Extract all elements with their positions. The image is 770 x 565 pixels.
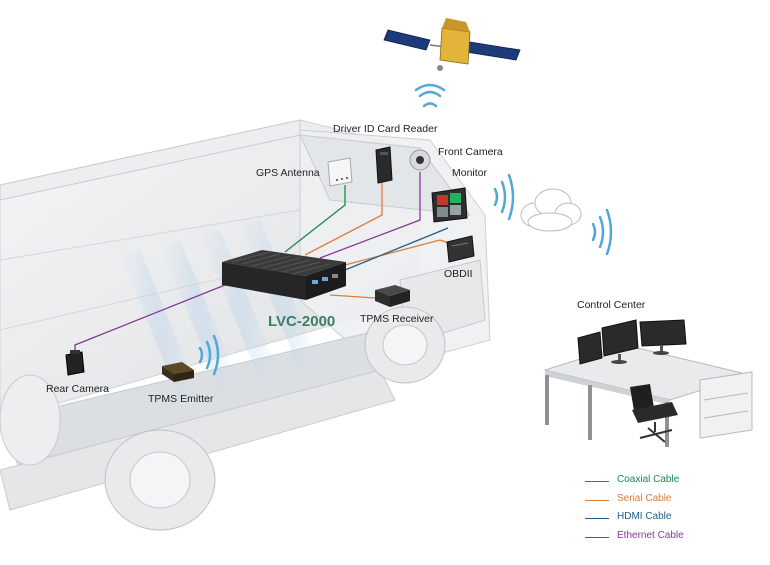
front-camera-device — [409, 149, 431, 171]
driver-id-card-reader-label: Driver ID Card Reader — [333, 123, 438, 135]
wifi-icon-truck — [493, 173, 515, 221]
wifi-icon-tpms-emitter — [198, 334, 220, 376]
tpms-receiver-label: TPMS Receiver — [360, 313, 434, 325]
front-camera-label: Front Camera — [438, 146, 503, 158]
tpms-emitter-label: TPMS Emitter — [148, 393, 214, 405]
lvc-2000-label: LVC-2000 — [268, 313, 336, 330]
monitor-device — [431, 187, 468, 223]
control-center-workstation — [543, 319, 753, 447]
lvc-2000-device — [222, 250, 346, 300]
coaxial-swatch — [585, 481, 609, 482]
cloud-icon — [520, 188, 582, 232]
legend-label: HDMI Cable — [617, 511, 672, 522]
rear-camera-label: Rear Camera — [46, 383, 110, 395]
satellite-icon — [383, 18, 521, 71]
gps-antenna-device — [327, 157, 353, 187]
tpms-emitter-device — [162, 362, 194, 382]
legend-label: Serial Cable — [617, 492, 672, 504]
hdmi-swatch — [585, 518, 609, 519]
ethernet-cable-front-camera — [319, 172, 421, 259]
serial-cable-tpms — [329, 294, 376, 299]
rear-camera-device — [65, 350, 85, 376]
control-center-label: Control Center — [577, 299, 646, 311]
obdii-device — [446, 235, 475, 263]
wifi-icon-satellite — [414, 83, 446, 108]
legend-label: Ethernet Cable — [617, 529, 684, 541]
tpms-receiver-device — [375, 285, 410, 307]
ethernet-swatch — [585, 536, 609, 538]
wireless-waves — [198, 83, 613, 376]
serial-cable-card-reader — [304, 182, 383, 256]
legend-label: Coaxial Cable — [617, 474, 680, 485]
obdii-label: OBDII — [444, 268, 473, 280]
monitor-label: Monitor — [452, 167, 488, 179]
gps-antenna-label: GPS Antenna — [256, 167, 320, 179]
serial-swatch — [585, 499, 609, 501]
card-reader-device — [375, 146, 393, 184]
coaxial-cable-gps — [284, 185, 346, 253]
hdmi-cable-monitor — [344, 227, 449, 271]
wifi-icon-control-center — [591, 208, 613, 256]
